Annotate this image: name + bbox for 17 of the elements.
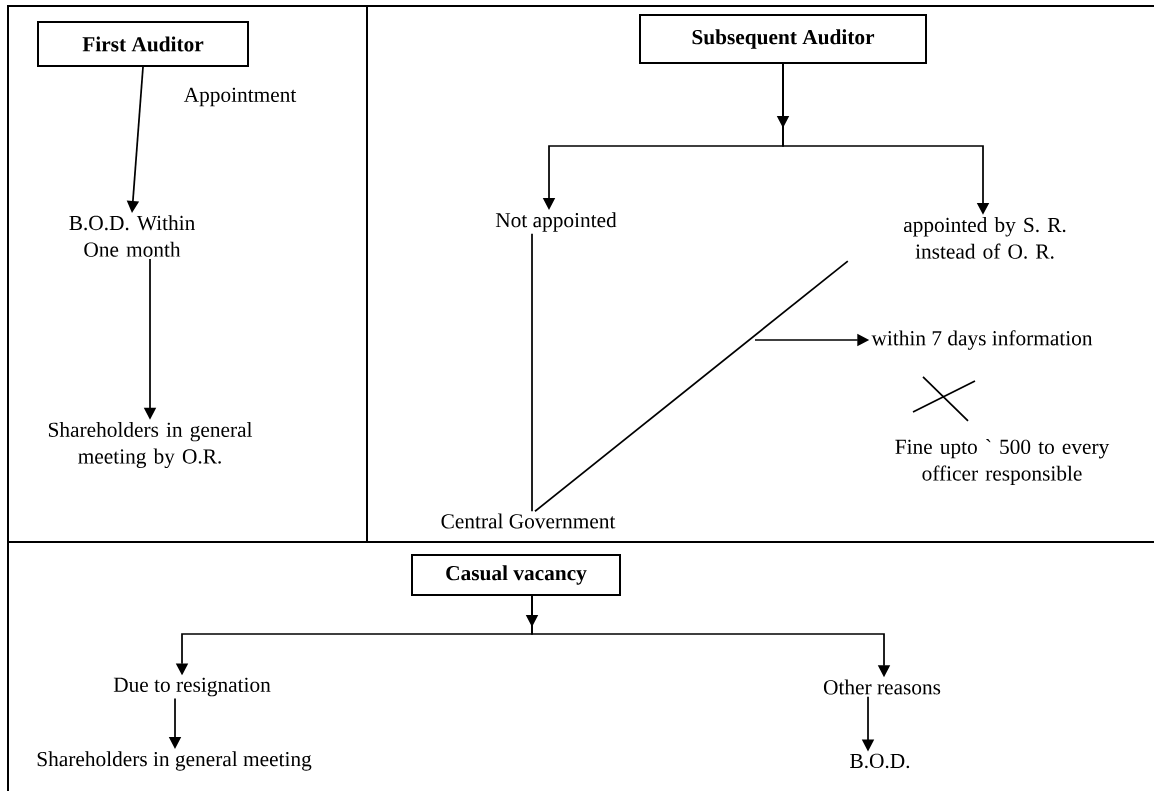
node-text: appointed by S. R. instead of O. R.: [904, 217, 1066, 259]
node-text: Not appointed: [495, 212, 617, 232]
node-text: Shareholders in general meeting: [37, 751, 312, 771]
title-box: First Auditor: [37, 21, 249, 67]
connector-line: [534, 260, 849, 513]
node-text: B.O.D. Within One month: [69, 215, 195, 257]
node-text: Fine upto ` 500 to every officer responsible: [895, 439, 1110, 485]
node-text: Other reasons: [823, 679, 941, 695]
node-text: Due to resignation: [113, 677, 271, 697]
title-box: Casual vacancy: [411, 554, 621, 596]
connector-line: [531, 233, 533, 513]
node-text: within 7 days information: [871, 330, 1093, 350]
node-text: Central Government: [441, 513, 616, 529]
node-text: B.O.D.: [850, 753, 910, 769]
edge-label: Appointment: [183, 87, 297, 107]
node-text: Shareholders in general meeting by O.R.: [48, 421, 253, 469]
title-box: Subsequent Auditor: [639, 14, 927, 64]
